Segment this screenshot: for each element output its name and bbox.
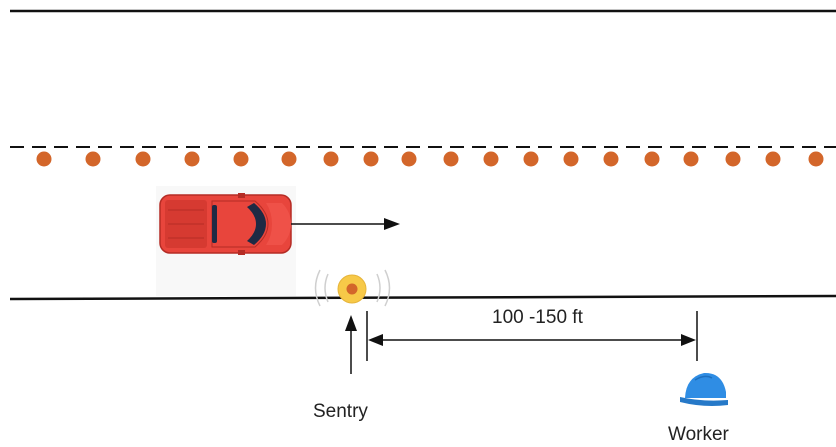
sentry-label: Sentry: [313, 401, 368, 422]
cone-15: [644, 151, 660, 167]
worker-label: Worker: [668, 424, 729, 445]
cone-12: [523, 151, 539, 167]
cone-18: [765, 151, 781, 167]
cone-7: [323, 151, 339, 167]
cone-16: [683, 151, 699, 167]
distance-dimension: [366, 311, 698, 361]
sentry-pointer-arrow: [345, 315, 357, 374]
cone-14: [603, 151, 619, 167]
cone-6: [281, 151, 297, 167]
cone-17: [725, 151, 741, 167]
sentry-beacon-icon: [314, 269, 391, 307]
pickup-truck-icon: [156, 186, 296, 296]
cone-9: [401, 151, 417, 167]
cone-2: [85, 151, 101, 167]
cone-5: [233, 151, 249, 167]
cone-row: [36, 151, 824, 167]
cone-10: [443, 151, 459, 167]
cone-19: [808, 151, 824, 167]
cone-3: [135, 151, 151, 167]
cone-11: [483, 151, 499, 167]
road-bottom-edge: [9, 294, 836, 301]
distance-label: 100 -150 ft: [492, 307, 583, 328]
cone-4: [184, 151, 200, 167]
cone-8: [363, 151, 379, 167]
cone-1: [36, 151, 52, 167]
hardhat-icon: [680, 372, 728, 406]
travel-direction-arrow: [291, 218, 400, 230]
cone-13: [563, 151, 579, 167]
